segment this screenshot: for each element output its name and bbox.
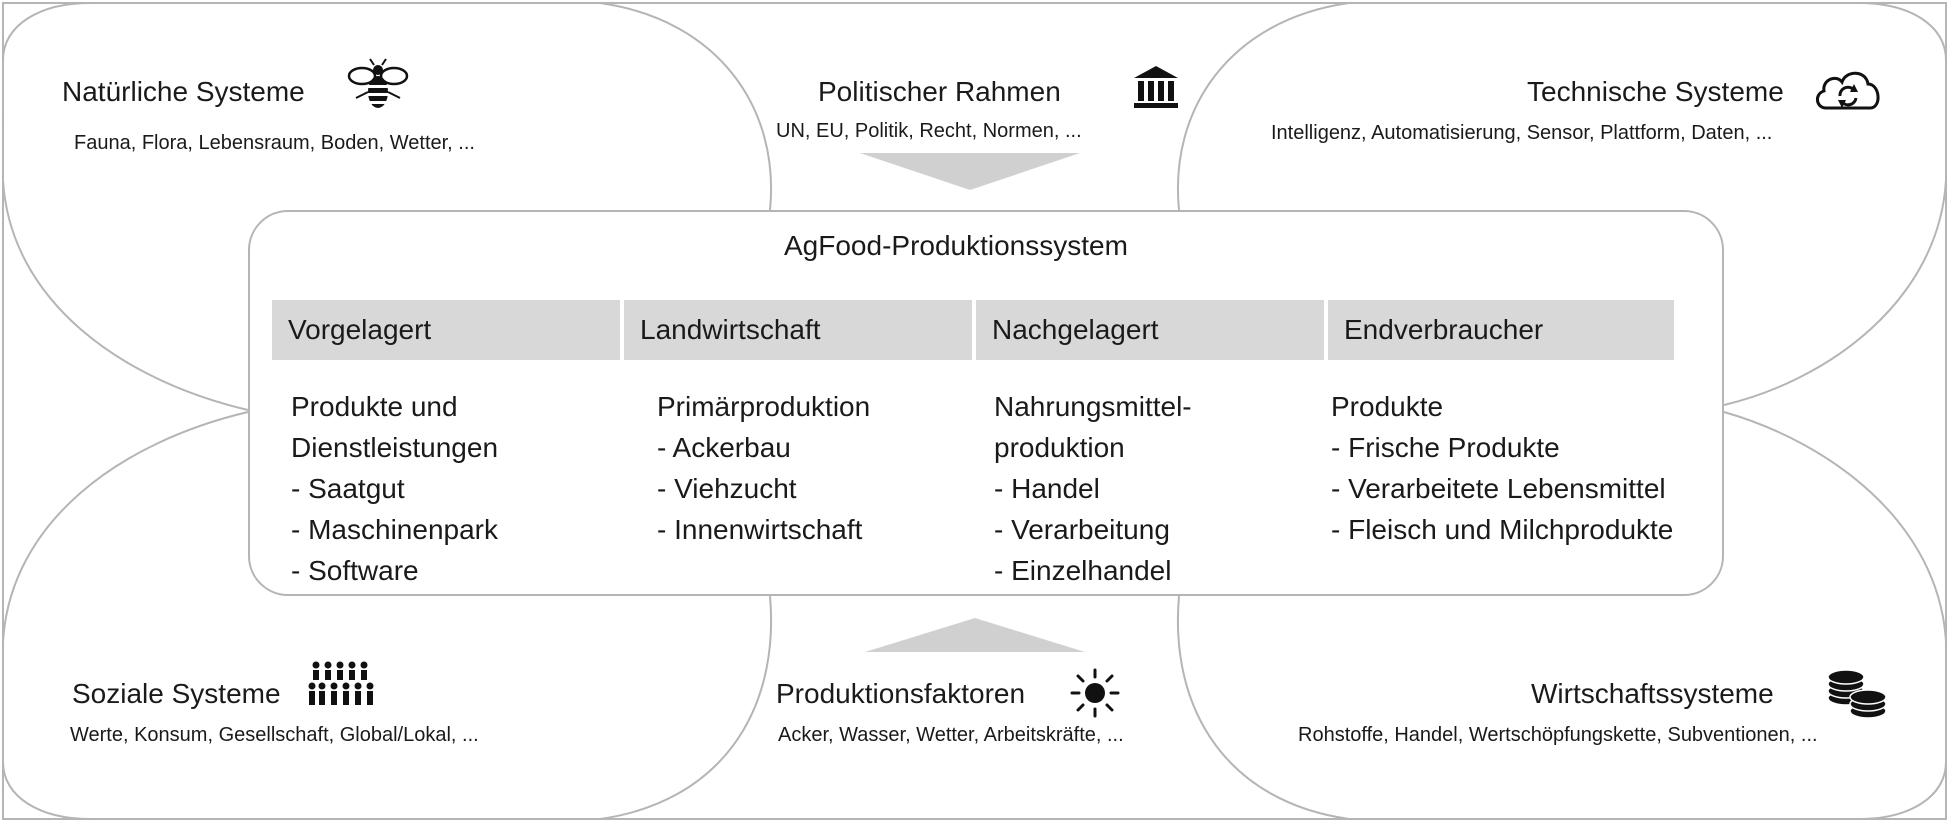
petal-natural-left bbox=[1, 60, 249, 411]
political-framework-title: Politischer Rahmen bbox=[818, 76, 1061, 107]
petal-economic-bottom bbox=[1177, 595, 1947, 820]
column-body-vorgelagert: Produkte und Dienstleistungen - Saatgut … bbox=[291, 386, 498, 591]
list-item: - Software bbox=[291, 555, 419, 586]
sun-icon bbox=[1070, 668, 1120, 718]
petal-technical-right bbox=[1723, 60, 1947, 406]
list-item: - Fleisch und Milchprodukte bbox=[1331, 514, 1674, 545]
list-item: Produkte bbox=[1331, 391, 1444, 422]
list-item: Produkte und bbox=[291, 391, 458, 422]
list-item: Dienstleistungen bbox=[291, 432, 499, 463]
coins-icon bbox=[1827, 669, 1887, 719]
political-framework-subtitle: UN, EU, Politik, Recht, Normen, ... bbox=[776, 120, 1082, 142]
petal-economic-right bbox=[1723, 411, 1947, 762]
list-item: Nahrungsmittel- bbox=[994, 391, 1192, 422]
list-item: - Maschinenpark bbox=[291, 514, 498, 545]
natural-systems-title: Natürliche Systeme bbox=[62, 76, 305, 107]
social-systems-subtitle: Werte, Konsum, Gesellschaft, Global/Loka… bbox=[70, 724, 479, 746]
technical-systems-subtitle: Intelligenz, Automatisierung, Sensor, Pl… bbox=[1271, 122, 1773, 144]
economic-systems-subtitle: Rohstoffe, Handel, Wertschöpfungskette, … bbox=[1298, 724, 1818, 746]
petal-technical-top bbox=[1177, 2, 1947, 211]
list-item: - Verarbeitung bbox=[994, 514, 1170, 545]
production-factors-subtitle: Acker, Wasser, Wetter, Arbeitskräfte, ..… bbox=[778, 724, 1124, 746]
cloud-sync-icon bbox=[1816, 71, 1880, 110]
list-item: produktion bbox=[994, 432, 1125, 463]
list-item: - Viehzucht bbox=[657, 473, 797, 504]
list-item: - Handel bbox=[994, 473, 1100, 504]
list-item: - Saatgut bbox=[291, 473, 405, 504]
arrow-up-production bbox=[865, 618, 1085, 652]
list-item: - Frische Produkte bbox=[1331, 432, 1560, 463]
list-item: - Ackerbau bbox=[657, 432, 791, 463]
column-header-vorgelagert: Vorgelagert bbox=[272, 300, 620, 360]
people-group-icon bbox=[308, 661, 374, 705]
economic-systems-title: Wirtschaftssysteme bbox=[1531, 678, 1774, 709]
column-header-endverbraucher: Endverbraucher bbox=[1328, 300, 1674, 360]
arrow-down-political bbox=[860, 153, 1080, 190]
column-body-nachgelagert: Nahrungsmittel- produktion - Handel - Ve… bbox=[994, 386, 1192, 591]
social-systems-title: Soziale Systeme bbox=[72, 678, 281, 709]
petal-natural-top bbox=[2, 2, 772, 211]
production-factors-title: Produktionsfaktoren bbox=[776, 678, 1026, 709]
technical-systems-title: Technische Systeme bbox=[1527, 76, 1784, 107]
natural-systems-subtitle: Fauna, Flora, Lebensraum, Boden, Wetter,… bbox=[74, 132, 475, 154]
column-body-endverbraucher: Produkte - Frische Produkte - Verarbeite… bbox=[1331, 386, 1673, 550]
list-item: - Verarbeitete Lebensmittel bbox=[1331, 473, 1666, 504]
column-header-landwirtschaft: Landwirtschaft bbox=[624, 300, 972, 360]
list-item: - Einzelhandel bbox=[994, 555, 1172, 586]
center-title: AgFood-Produktionssystem bbox=[784, 230, 1128, 261]
petal-social-bottom bbox=[2, 595, 772, 820]
list-item: Primärproduktion bbox=[657, 391, 871, 422]
petal-social-left bbox=[2, 411, 249, 762]
list-item: - Innenwirtschaft bbox=[657, 514, 863, 545]
column-body-landwirtschaft: Primärproduktion - Ackerbau - Viehzucht … bbox=[657, 386, 870, 550]
column-header-nachgelagert: Nachgelagert bbox=[976, 300, 1324, 360]
government-building-icon bbox=[1134, 66, 1178, 108]
agfood-production-system-box bbox=[248, 210, 1724, 596]
bee-icon bbox=[347, 58, 409, 108]
